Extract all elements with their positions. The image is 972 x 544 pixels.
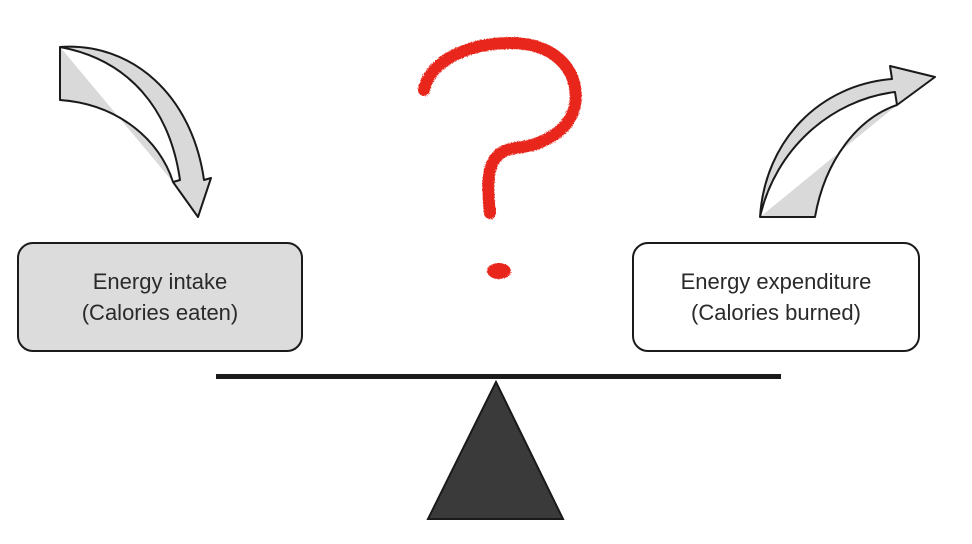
energy-expenditure-title: Energy expenditure (680, 269, 872, 294)
seesaw-beam (216, 374, 781, 379)
energy-intake-box: Energy intake (Calories eaten) (17, 242, 303, 352)
energy-expenditure-subtitle: (Calories burned) (691, 300, 861, 325)
energy-intake-subtitle: (Calories eaten) (81, 300, 239, 325)
intake-arrow-icon (59, 45, 212, 218)
energy-intake-title: Energy intake (92, 269, 228, 294)
expenditure-arrow-icon (759, 65, 936, 218)
energy-expenditure-box: Energy expenditure (Calories burned) (632, 242, 920, 352)
fulcrum-icon (426, 379, 565, 520)
question-mark-icon (418, 36, 582, 279)
